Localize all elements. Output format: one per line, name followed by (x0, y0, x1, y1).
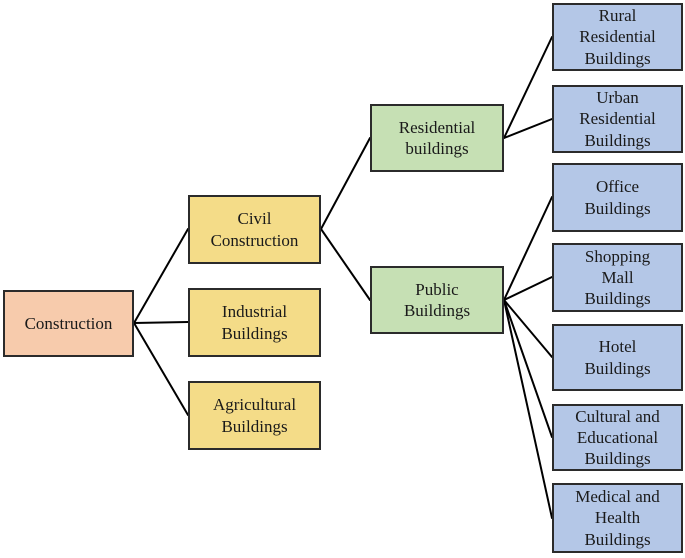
node-office-buildings-label: Office Buildings (584, 177, 651, 218)
node-civil-construction-label: Civil Construction (210, 209, 299, 250)
node-construction-label: Construction (24, 313, 113, 333)
node-urban-residential-buildings: Urban Residential Buildings (552, 85, 683, 153)
node-construction: Construction (3, 290, 134, 357)
edge-civil-residential (320, 137, 371, 230)
node-rural-residential-buildings: Rural Residential Buildings (552, 3, 683, 71)
node-office-buildings: Office Buildings (552, 163, 683, 232)
edge-residential-rural (503, 36, 553, 139)
node-civil-construction: Civil Construction (188, 195, 321, 264)
node-public-buildings-label: Public Buildings (403, 279, 471, 320)
node-cultural-educational-buildings-label: Cultural and Educational Buildings (575, 406, 660, 469)
node-urban-residential-buildings-label: Urban Residential Buildings (579, 88, 656, 150)
edge-public-medical (503, 299, 553, 519)
node-shopping-mall-buildings-label: Shopping Mall Buildings (584, 246, 651, 309)
node-hotel-buildings-label: Hotel Buildings (584, 337, 651, 378)
edge-public-cultural (503, 299, 553, 438)
edge-public-office (503, 196, 553, 301)
node-residential-buildings: Residential buildings (370, 104, 504, 172)
node-industrial-buildings-label: Industrial Buildings (221, 302, 288, 343)
node-agricultural-buildings: Agricultural Buildings (188, 381, 321, 450)
edge-construction-industrial (133, 321, 189, 324)
edge-construction-civil (133, 228, 189, 324)
node-residential-buildings-label: Residential buildings (398, 117, 476, 158)
node-hotel-buildings: Hotel Buildings (552, 324, 683, 391)
node-medical-health-buildings-label: Medical and Health Buildings (575, 487, 660, 549)
edge-civil-public (320, 228, 371, 301)
node-shopping-mall-buildings: Shopping Mall Buildings (552, 243, 683, 312)
node-public-buildings: Public Buildings (370, 266, 504, 334)
edge-public-hotel (503, 299, 553, 358)
edge-construction-agricultural (133, 322, 189, 416)
node-medical-health-buildings: Medical and Health Buildings (552, 483, 683, 553)
edge-public-shopping (503, 276, 553, 301)
node-agricultural-buildings-label: Agricultural Buildings (212, 395, 297, 436)
node-rural-residential-buildings-label: Rural Residential Buildings (579, 6, 656, 68)
node-industrial-buildings: Industrial Buildings (188, 288, 321, 357)
edge-residential-urban (503, 118, 553, 139)
node-cultural-educational-buildings: Cultural and Educational Buildings (552, 404, 683, 471)
